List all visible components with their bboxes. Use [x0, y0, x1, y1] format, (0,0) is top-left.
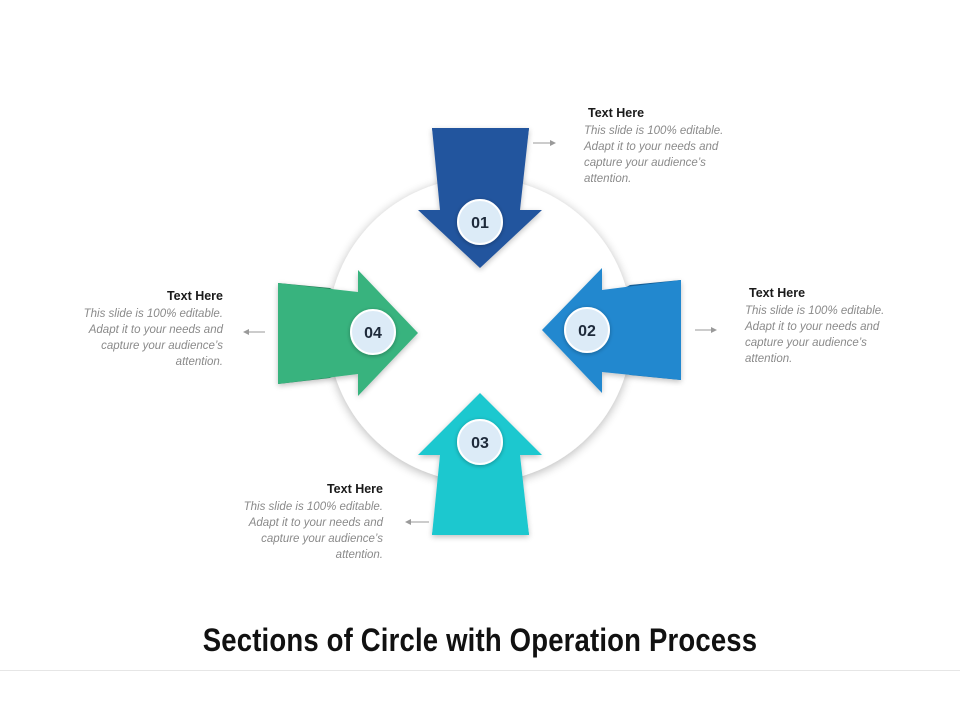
arrow-step-02: [542, 268, 681, 393]
step-03-body: This slide is 100% editable. Adapt it to…: [243, 501, 383, 561]
arrow-01-front: [418, 128, 542, 268]
step-number-02: 02: [578, 323, 596, 340]
step-04-heading: Text Here: [166, 289, 223, 303]
step-01-heading: Text Here: [588, 106, 645, 120]
step-04-text: Text Here This slide is 100% editable. A…: [73, 289, 223, 370]
step-02-body: This slide is 100% editable. Adapt it to…: [745, 305, 885, 365]
center-circle: [328, 178, 632, 482]
step-03-text: Text Here This slide is 100% editable. A…: [233, 482, 383, 563]
arrow-04-front: [278, 270, 418, 396]
badge-01: 01: [457, 199, 503, 245]
page-title: Sections of Circle with Operation Proces…: [202, 622, 758, 658]
arrow-step-04: [278, 270, 418, 396]
step-01-body: This slide is 100% editable. Adapt it to…: [584, 125, 724, 185]
step-number-01: 01: [471, 215, 489, 232]
step-02-heading: Text Here: [749, 286, 806, 300]
badge-04: 04: [350, 309, 396, 355]
badge-03: 03: [457, 419, 503, 465]
pointer-arrow-03: [405, 519, 429, 525]
arrow-step-01: [418, 128, 542, 268]
step-01-text: Text Here This slide is 100% editable. A…: [584, 106, 734, 187]
pointer-arrow-01: [533, 140, 556, 146]
badge-02: 02: [564, 307, 610, 353]
step-03-heading: Text Here: [326, 482, 383, 496]
step-02-text: Text Here This slide is 100% editable. A…: [745, 286, 895, 367]
footer-divider: [0, 670, 960, 671]
pointer-arrow-04: [243, 329, 265, 335]
step-number-03: 03: [471, 435, 489, 452]
step-number-04: 04: [364, 325, 382, 342]
step-04-body: This slide is 100% editable. Adapt it to…: [83, 308, 223, 368]
arrow-02-front: [542, 268, 681, 393]
pointer-arrow-02: [695, 327, 717, 333]
